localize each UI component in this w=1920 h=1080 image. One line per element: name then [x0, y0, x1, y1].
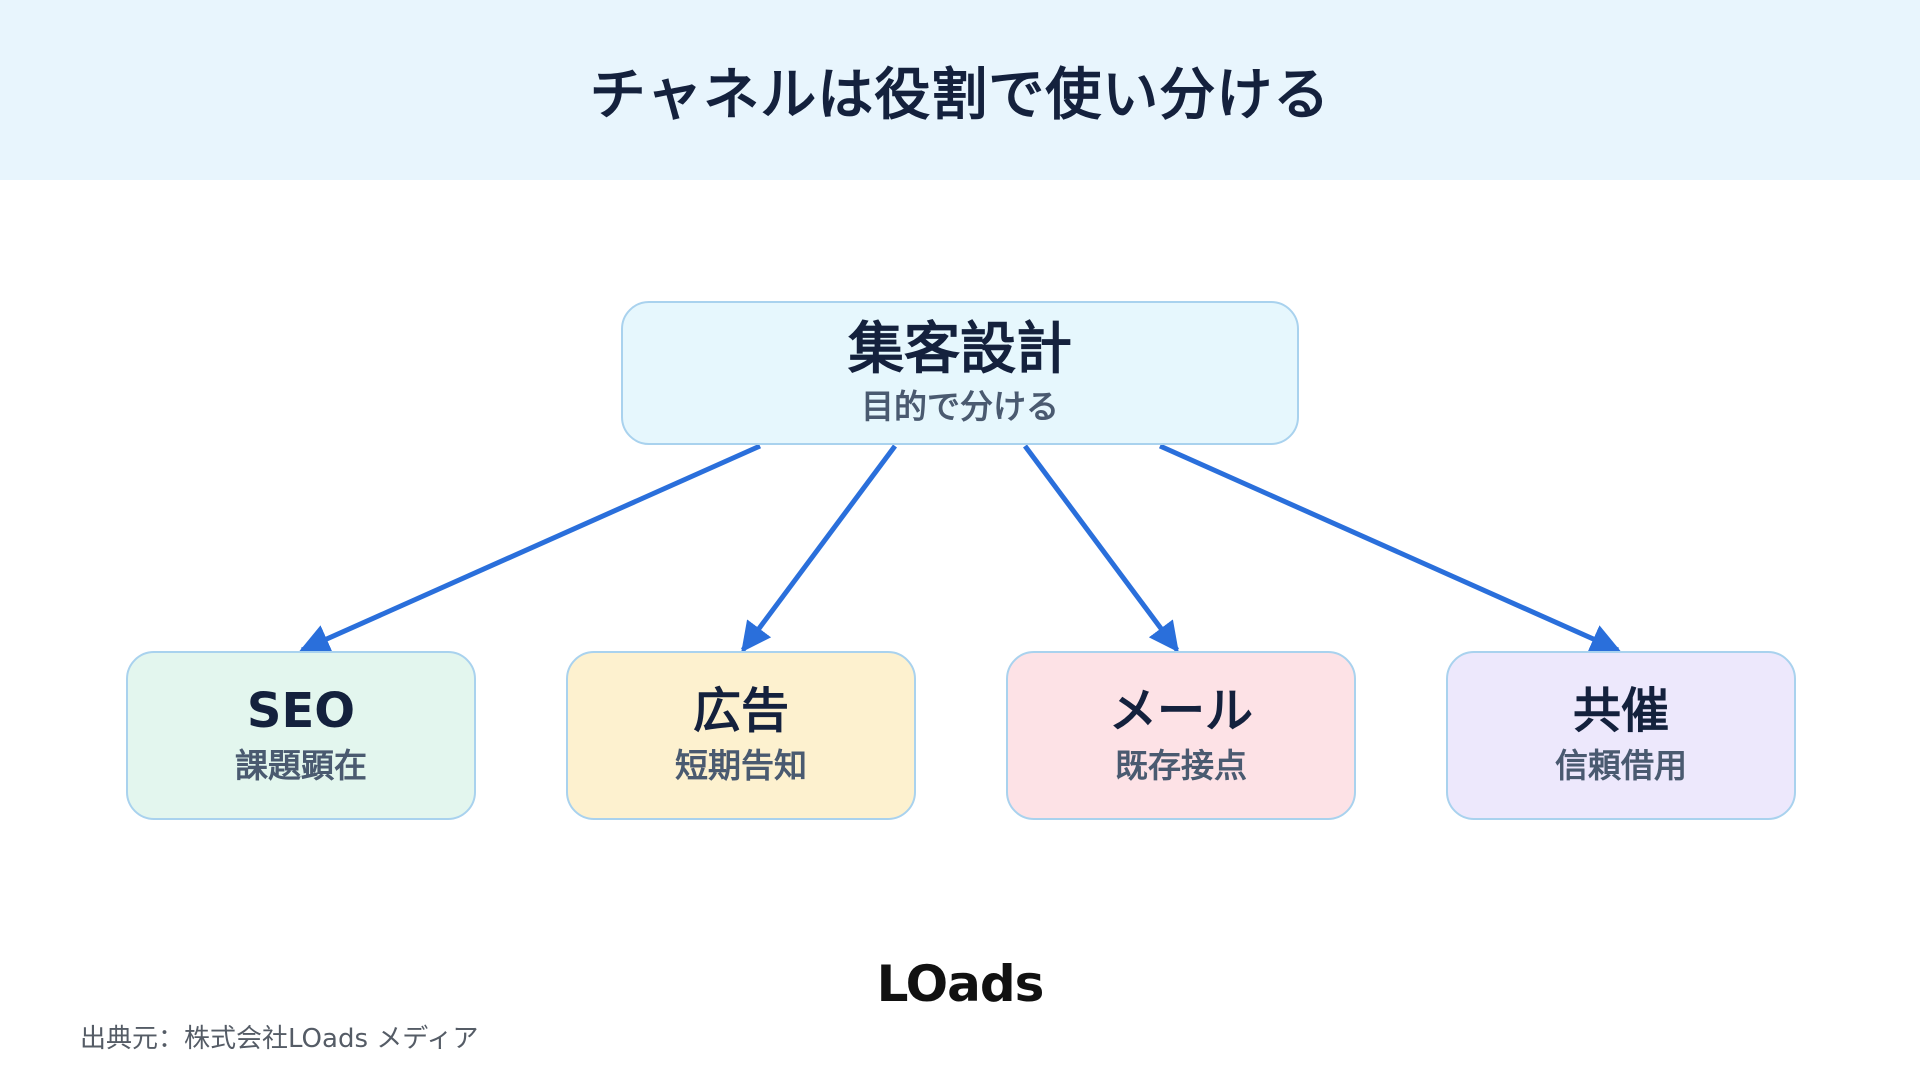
child-node-title: メール	[1108, 683, 1253, 740]
child-node-title: 共催	[1572, 683, 1669, 740]
page-title: チャネルは役割で使い分ける	[589, 62, 1331, 128]
child-node-cohost: 共催 信頼借用	[1446, 651, 1796, 820]
root-node: 集客設計 目的で分ける	[621, 301, 1299, 445]
arrow-to-seo	[299, 443, 762, 653]
arrow-to-mail	[1022, 444, 1180, 653]
child-node-title: 広告	[692, 683, 789, 740]
title-band: チャネルは役割で使い分ける	[0, 0, 1920, 180]
root-node-subtitle: 目的で分ける	[861, 387, 1059, 426]
source-credit: 出典元：株式会社LOads メディア	[80, 1024, 479, 1054]
arrow-to-ads	[740, 444, 898, 653]
child-node-ads: 広告 短期告知	[566, 651, 916, 820]
root-node-title: 集客設計	[848, 317, 1072, 383]
child-node-subtitle: 既存接点	[1115, 746, 1247, 786]
child-node-title: SEO	[246, 683, 356, 740]
child-node-subtitle: 信頼借用	[1555, 746, 1687, 786]
child-node-mail: メール 既存接点	[1006, 651, 1356, 820]
arrow-to-cohost	[1158, 443, 1621, 653]
child-node-subtitle: 短期告知	[675, 746, 807, 786]
child-node-seo: SEO 課題顕在	[126, 651, 476, 820]
child-node-subtitle: 課題顕在	[235, 746, 367, 786]
brand-logo: LOads	[876, 955, 1045, 1013]
